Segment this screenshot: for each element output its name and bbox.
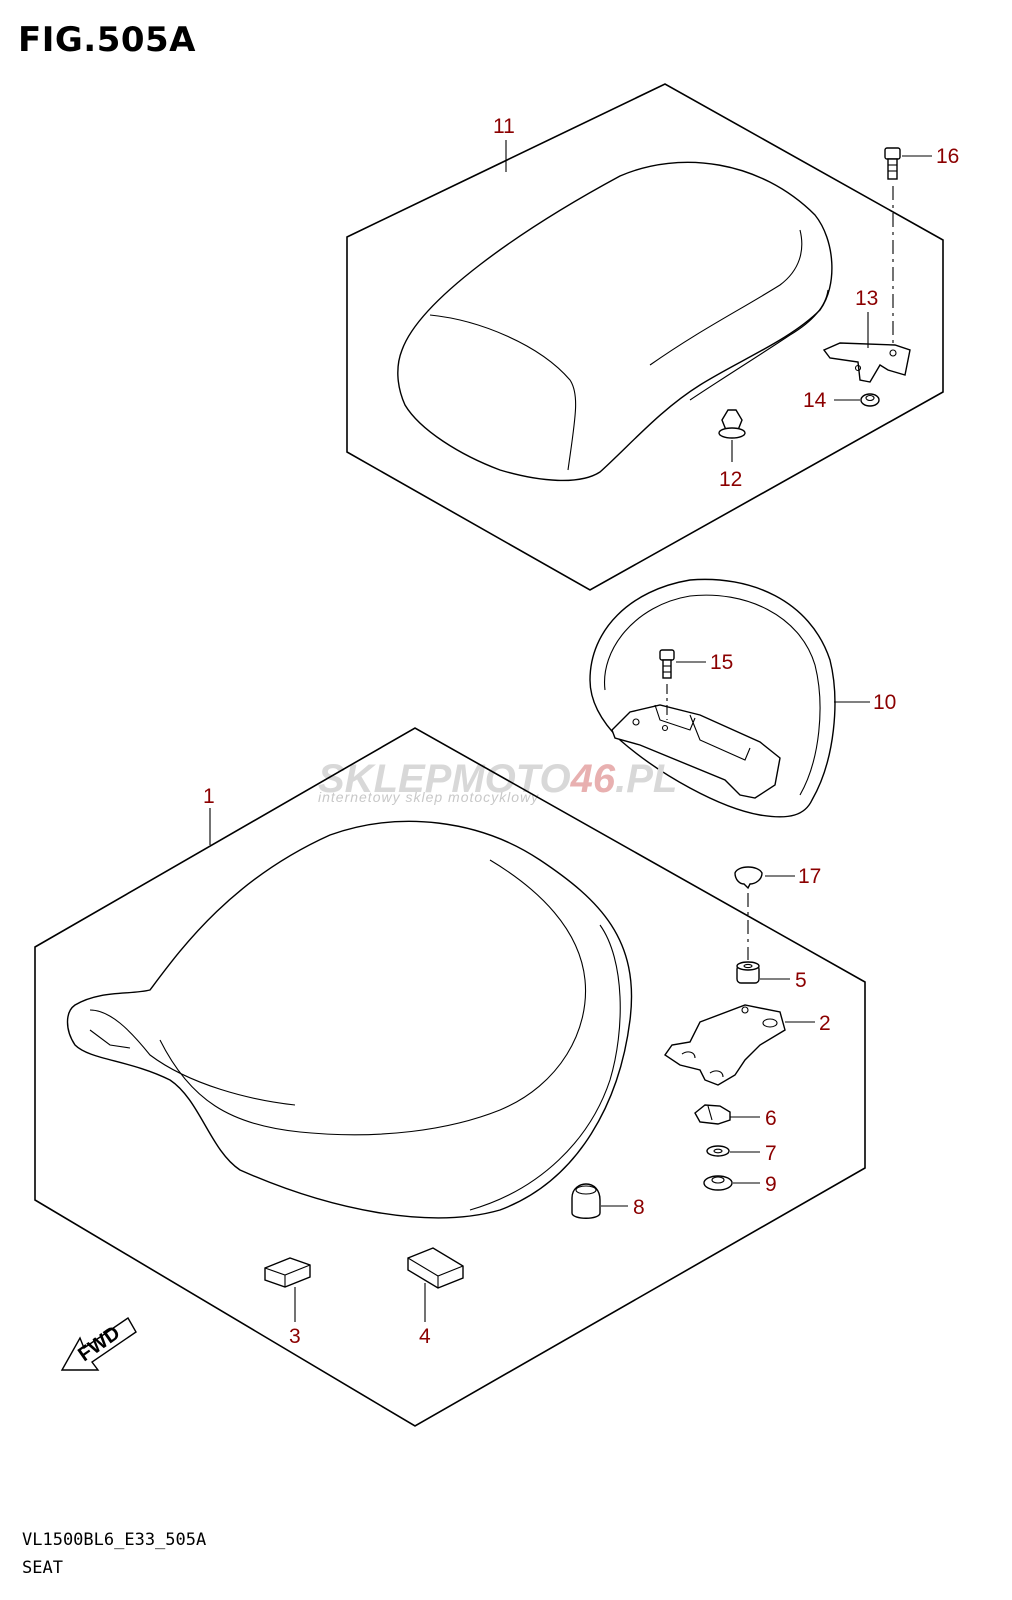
washer-7-part[interactable]	[706, 1145, 730, 1157]
bolt-16-part[interactable]	[884, 147, 901, 180]
cushion-12-part[interactable]	[718, 409, 746, 439]
bracket-13-hole	[854, 364, 862, 372]
callout-labels: 11 16 13 14 12 15 10 1 17 5 2 6 7 9 8 3 …	[203, 115, 959, 1348]
backrest-inner-edge	[603, 594, 821, 796]
bracket-2-part[interactable]	[664, 1004, 786, 1086]
main-seat-contour-line	[89, 1029, 131, 1049]
washer-17-part[interactable]	[734, 866, 763, 890]
callout-11: 11	[493, 115, 515, 138]
clip-nut-6-part[interactable]	[694, 1104, 731, 1125]
watermark-tagline: internetowy sklep motocyklowy	[318, 789, 539, 805]
callout-6: 6	[765, 1107, 777, 1130]
main-seat-contour-line	[159, 859, 587, 1136]
callout-13: 13	[855, 287, 878, 310]
figure-title: FIG.505A	[18, 20, 196, 60]
callout-14: 14	[803, 389, 827, 412]
passenger-seat-part[interactable]	[397, 161, 833, 482]
main-seat-contour-line	[469, 924, 621, 1211]
callout-15: 15	[710, 651, 733, 674]
watermark: SKLEPMOTO46.PL internetowy sklep motocyk…	[318, 757, 677, 805]
callout-8: 8	[633, 1196, 645, 1219]
grommet-5-part[interactable]	[736, 961, 760, 984]
callout-5: 5	[795, 969, 807, 992]
group-outline-lower	[34, 727, 866, 1427]
group-passenger-seat	[346, 83, 944, 591]
passenger-seat-contour-line	[429, 314, 577, 471]
svg-text:SKLEPMOTO46.PL: SKLEPMOTO46.PL	[318, 757, 677, 801]
cushion-8-part[interactable]	[571, 1183, 601, 1219]
bolt-15-part[interactable]	[659, 649, 675, 679]
watermark-brand: SKLEPMOTO	[318, 757, 571, 801]
bracket-13-part[interactable]	[822, 342, 911, 383]
callout-12: 12	[719, 468, 742, 491]
group-outline-upper	[346, 83, 944, 591]
backrest-plate-hole	[632, 718, 640, 726]
passenger-seat-contour-line	[649, 229, 803, 366]
model-code: VL1500BL6_E33_505A	[22, 1530, 207, 1550]
watermark-brand-domain: .PL	[615, 757, 677, 801]
callout-1: 1	[203, 785, 215, 808]
callout-2: 2	[819, 1012, 831, 1035]
backrest-plate-tab	[689, 714, 751, 761]
nut-14-part[interactable]	[860, 393, 880, 407]
bracket-2-hole	[741, 1006, 749, 1014]
callout-16: 16	[936, 145, 959, 168]
group-backrest	[589, 578, 836, 818]
callout-3: 3	[289, 1325, 301, 1348]
backrest-plate	[611, 704, 781, 799]
bracket-2-slot	[709, 1070, 724, 1078]
nut-9-part[interactable]	[703, 1175, 733, 1191]
main-seat-part[interactable]	[66, 820, 633, 1219]
callout-7: 7	[765, 1142, 777, 1165]
bracket-13-hole	[889, 349, 897, 357]
backrest-plate-hole	[661, 724, 669, 732]
cushion-3-part[interactable]	[264, 1257, 311, 1288]
callout-17: 17	[798, 865, 821, 888]
section-name: SEAT	[22, 1558, 63, 1578]
group-main-seat	[34, 727, 866, 1427]
main-seat-contour-line	[89, 1009, 296, 1106]
fwd-arrow-icon: FWD	[60, 1316, 137, 1371]
passenger-seat-contour-line	[689, 289, 829, 401]
watermark-brand-number: 46	[570, 757, 616, 801]
callout-4: 4	[419, 1325, 431, 1348]
bracket-2-slot	[681, 1051, 696, 1059]
backrest-plate-tab	[654, 704, 696, 731]
callout-9: 9	[765, 1173, 777, 1196]
bracket-2-hole	[762, 1018, 778, 1028]
cushion-4-part[interactable]	[407, 1247, 464, 1289]
leader-lines	[209, 140, 932, 1322]
callout-10: 10	[873, 691, 896, 714]
